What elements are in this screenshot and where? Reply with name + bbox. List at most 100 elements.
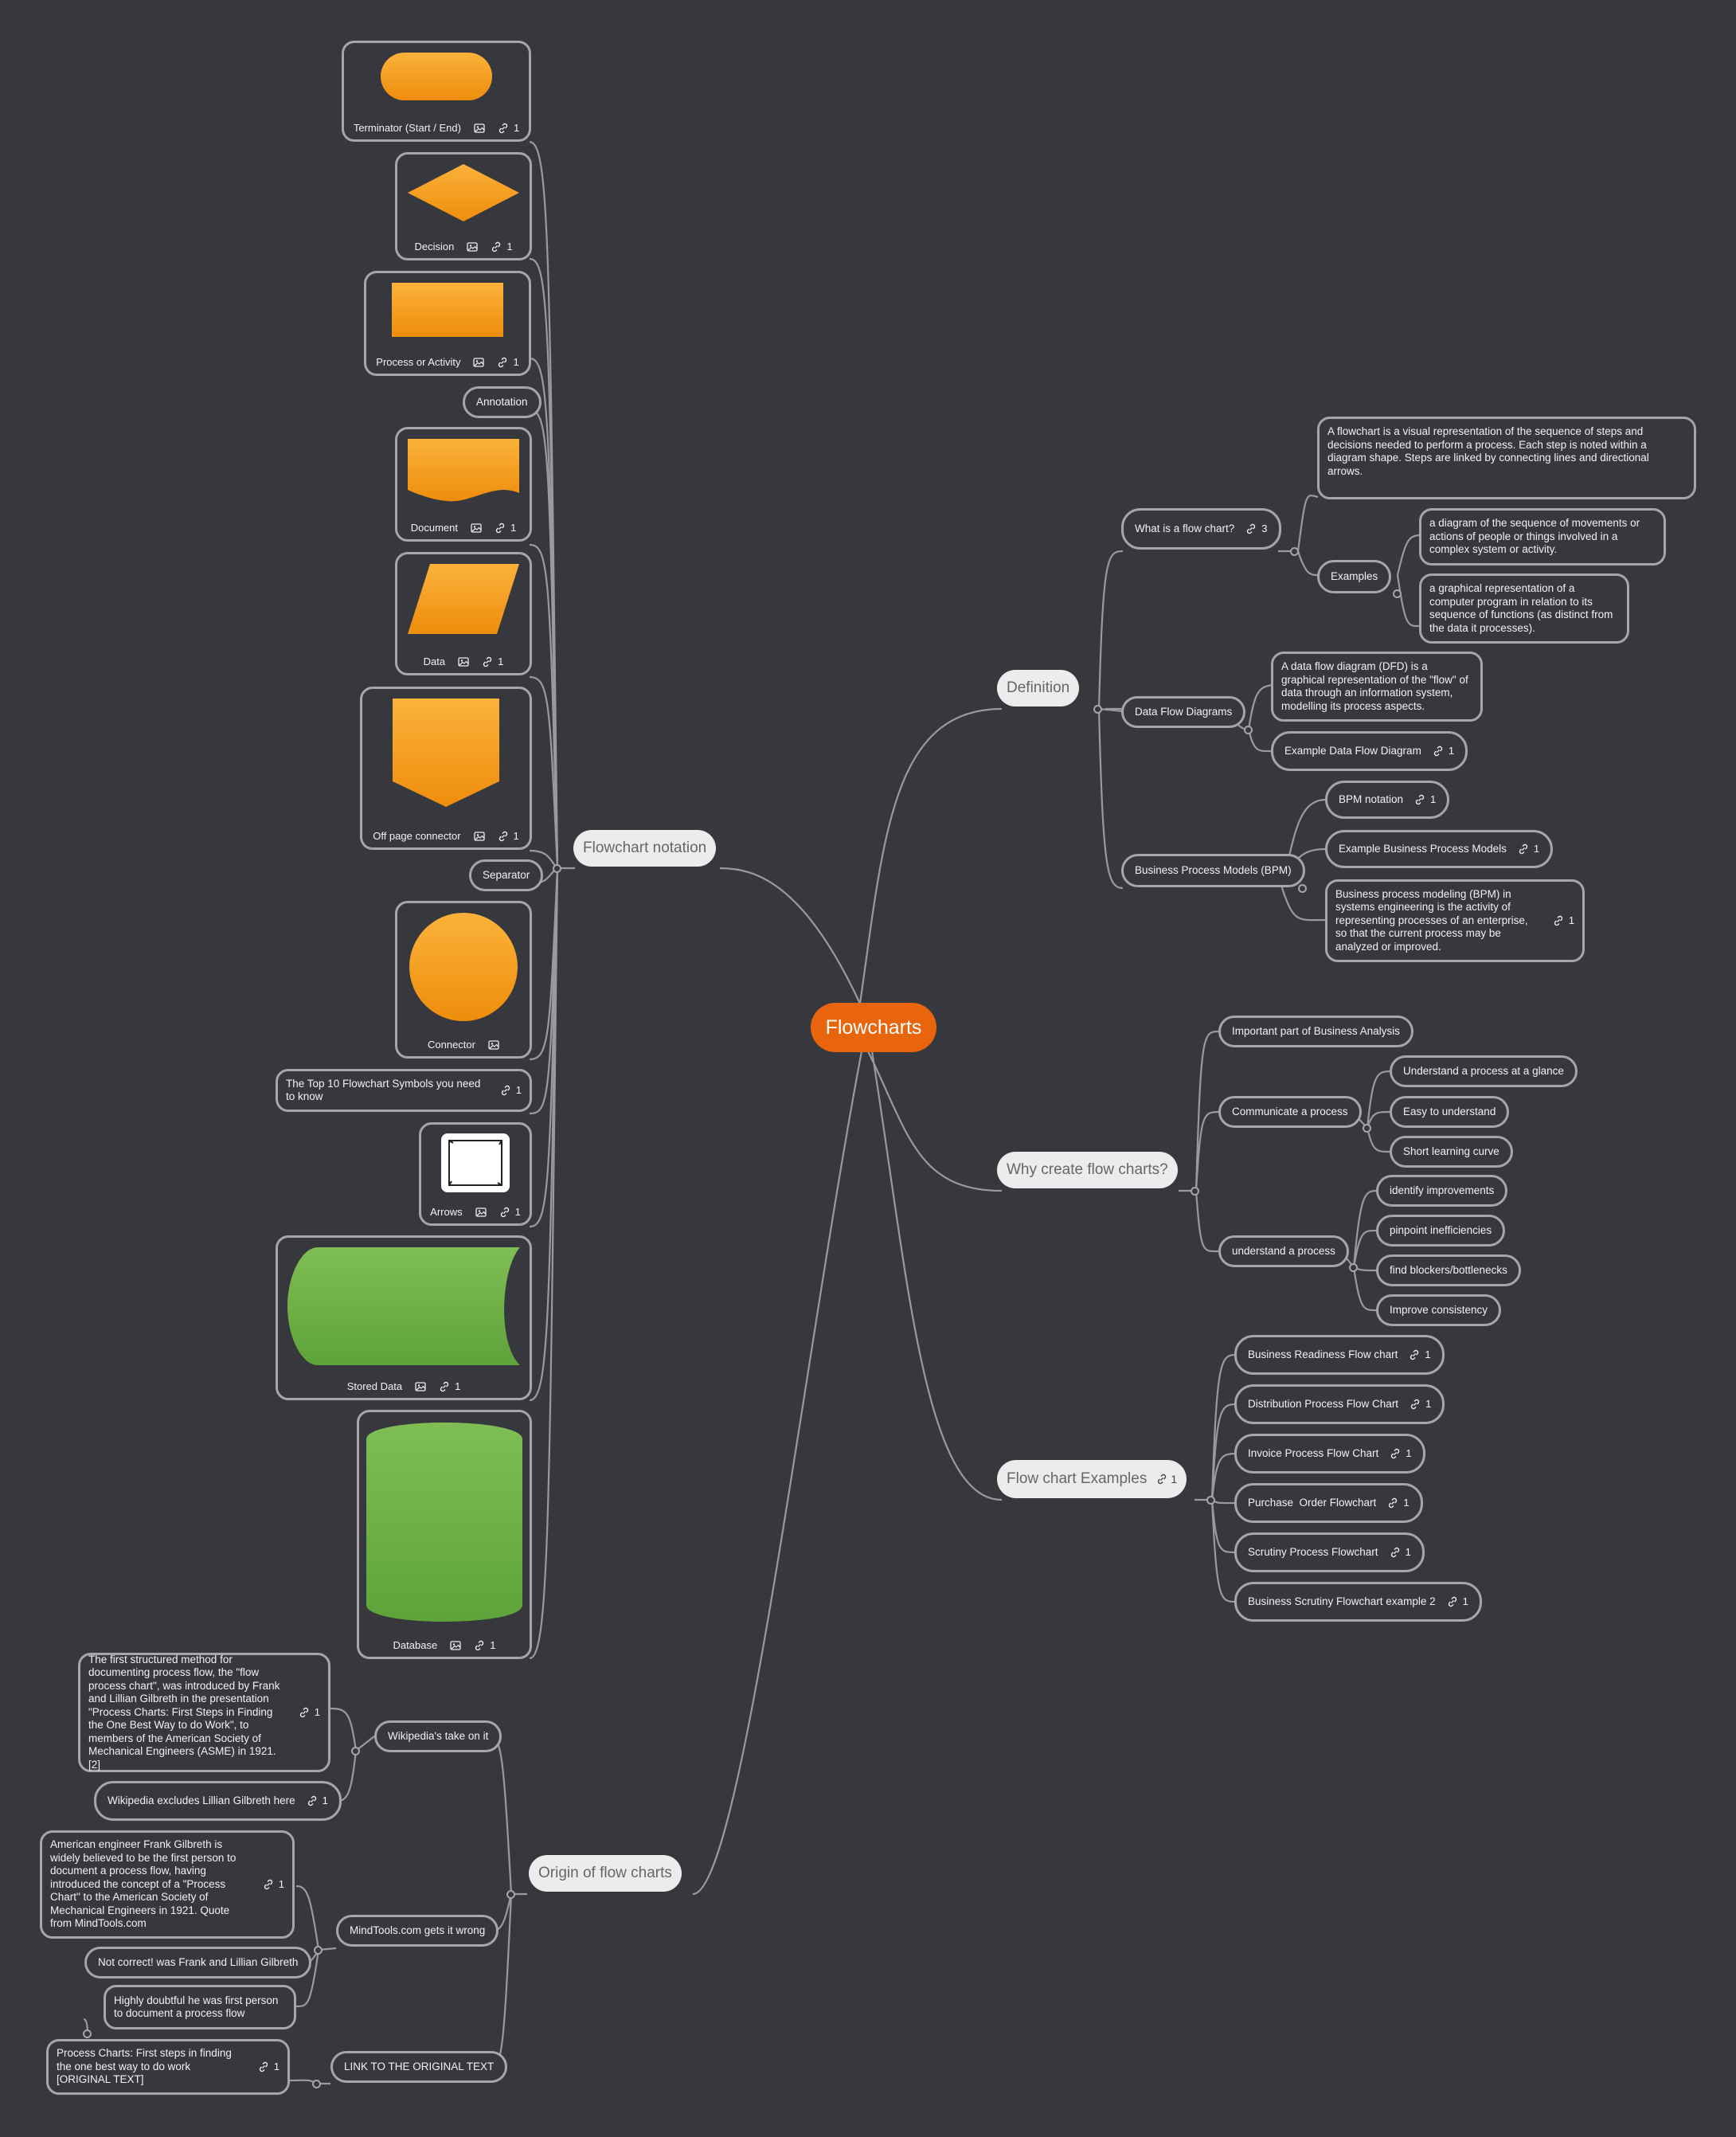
- node-example-2[interactable]: a graphical representation of a computer…: [1419, 573, 1629, 644]
- link-count[interactable]: 1: [1409, 1348, 1431, 1362]
- link-count[interactable]: 1: [498, 830, 519, 843]
- link-count[interactable]: 1: [263, 1878, 284, 1892]
- node-identify-improvements[interactable]: identify improvements: [1376, 1175, 1508, 1207]
- node-not-correct[interactable]: Not correct! was Frank and Lillian Gilbr…: [84, 1947, 312, 1978]
- link-count[interactable]: 1: [495, 522, 516, 535]
- link-count[interactable]: 1: [497, 356, 519, 370]
- junction-dot: [1290, 547, 1299, 556]
- node-improve-consistency[interactable]: Improve consistency: [1376, 1294, 1502, 1326]
- link-count[interactable]: 1: [482, 656, 503, 669]
- node-important-part-of-business-analysis[interactable]: Important part of Business Analysis: [1218, 1016, 1413, 1047]
- link-count[interactable]: 1: [498, 122, 519, 135]
- link-count[interactable]: 1: [500, 1084, 522, 1098]
- node-annotation[interactable]: Annotation: [463, 386, 542, 418]
- link-count[interactable]: 1: [1553, 914, 1574, 928]
- node-process-charts-original[interactable]: Process Charts: First steps in finding t…: [46, 2039, 290, 2095]
- node-data-flow-diagrams[interactable]: Data Flow Diagrams: [1121, 696, 1246, 728]
- node-communicate-a-process[interactable]: Communicate a process: [1218, 1096, 1362, 1128]
- link-count[interactable]: 1: [1447, 1595, 1468, 1609]
- node-example-business-scrutiny-2[interactable]: Business Scrutiny Flowchart example 2 1: [1234, 1582, 1482, 1622]
- node-link-to-original-text[interactable]: LINK TO THE ORIGINAL TEXT: [330, 2051, 508, 2083]
- link-icon: [497, 357, 508, 368]
- node-label: BPM notation: [1339, 793, 1404, 805]
- node-label: Data Flow Diagrams: [1135, 705, 1233, 718]
- image-icon[interactable]: [474, 123, 485, 133]
- node-find-blockers[interactable]: find blockers/bottlenecks: [1376, 1254, 1521, 1286]
- link-count[interactable]: 1: [439, 1380, 460, 1394]
- topic-definition[interactable]: Definition: [997, 670, 1080, 706]
- node-understand-a-process[interactable]: understand a process: [1218, 1235, 1349, 1267]
- node-example-invoice[interactable]: Invoice Process Flow Chart 1: [1234, 1434, 1425, 1474]
- node-example-data-flow-diagram[interactable]: Example Data Flow Diagram 1: [1271, 731, 1468, 771]
- topic-label: Flowchart notation: [583, 840, 707, 856]
- node-easy-to-understand[interactable]: Easy to understand: [1390, 1096, 1510, 1128]
- node-separator[interactable]: Separator: [469, 859, 544, 891]
- image-icon[interactable]: [488, 1040, 499, 1050]
- image-icon[interactable]: [450, 1641, 461, 1650]
- node-highly-doubtful[interactable]: Highly doubtful he was first person to d…: [104, 1985, 296, 2029]
- image-icon[interactable]: [473, 832, 485, 841]
- root-topic-flowcharts[interactable]: Flowcharts: [811, 1003, 936, 1052]
- node-example-1[interactable]: a diagram of the sequence of movements o…: [1419, 508, 1666, 566]
- node-example-purchase-order[interactable]: Purchase Order Flowchart 1: [1234, 1483, 1423, 1523]
- node-top-10-flowchart-symbols[interactable]: The Top 10 Flowchart Symbols you need to…: [276, 1069, 532, 1112]
- node-wikipedia-quote[interactable]: The first structured method for document…: [78, 1653, 330, 1772]
- topic-flowchart-notation[interactable]: Flowchart notation: [573, 830, 717, 867]
- link-count[interactable]: 1: [1433, 745, 1454, 758]
- topic-why-create-flow-charts[interactable]: Why create flow charts?: [997, 1152, 1178, 1188]
- node-mindtools-gets-it-wrong[interactable]: MindTools.com gets it wrong: [336, 1915, 499, 1947]
- link-count[interactable]: 1: [1410, 1398, 1431, 1411]
- node-process-or-activity[interactable]: Process or Activity 1: [364, 271, 531, 376]
- image-icon[interactable]: [473, 358, 485, 367]
- image-icon[interactable]: [458, 657, 469, 667]
- link-icon: [1414, 794, 1425, 805]
- image-icon[interactable]: [475, 1207, 487, 1217]
- image-icon[interactable]: [415, 1382, 426, 1391]
- node-terminator[interactable]: Terminator (Start / End)1: [342, 41, 531, 142]
- image-icon[interactable]: [467, 242, 478, 252]
- link-count[interactable]: 1: [499, 1206, 521, 1219]
- node-wikipedia-excludes-lillian[interactable]: Wikipedia excludes Lillian Gilbreth here…: [94, 1781, 342, 1821]
- node-bpm-notation[interactable]: BPM notation 1: [1325, 781, 1450, 819]
- node-connector[interactable]: Connector: [395, 901, 532, 1059]
- link-count[interactable]: 1: [1414, 793, 1436, 807]
- link-count[interactable]: 1: [1156, 1473, 1177, 1485]
- link-count[interactable]: 1: [1518, 843, 1539, 856]
- topic-origin-of-flow-charts[interactable]: Origin of flow charts: [529, 1855, 682, 1892]
- link-count[interactable]: 1: [474, 1639, 495, 1653]
- link-count[interactable]: 1: [1390, 1546, 1411, 1560]
- node-dfd-definition-text[interactable]: A data flow diagram (DFD) is a graphical…: [1271, 652, 1483, 722]
- node-label: Process or Activity: [376, 355, 461, 368]
- node-example-scrutiny[interactable]: Scrutiny Process Flowchart 1: [1234, 1532, 1425, 1572]
- node-example-distribution[interactable]: Distribution Process Flow Chart 1: [1234, 1384, 1445, 1424]
- link-count[interactable]: 1: [491, 241, 513, 254]
- link-count[interactable]: 1: [258, 2061, 280, 2074]
- node-wikipedias-take[interactable]: Wikipedia's take on it: [374, 1720, 502, 1752]
- link-count[interactable]: 3: [1245, 523, 1268, 536]
- link-count[interactable]: 1: [299, 1706, 320, 1720]
- link-count[interactable]: 1: [1387, 1497, 1410, 1510]
- node-example-business-process-models[interactable]: Example Business Process Models 1: [1325, 830, 1554, 868]
- node-bpm-definition-text[interactable]: Business process modeling (BPM) in syste…: [1325, 879, 1585, 962]
- node-business-process-models[interactable]: Business Process Models (BPM): [1121, 854, 1305, 887]
- node-example-business-readiness[interactable]: Business Readiness Flow chart 1: [1234, 1335, 1445, 1375]
- node-mindtools-quote[interactable]: American engineer Frank Gilbreth is wide…: [40, 1830, 295, 1939]
- node-pinpoint-inefficiencies[interactable]: pinpoint inefficiencies: [1376, 1215, 1506, 1247]
- node-understand-at-a-glance[interactable]: Understand a process at a glance: [1390, 1055, 1578, 1087]
- node-short-learning-curve[interactable]: Short learning curve: [1390, 1136, 1513, 1168]
- node-what-is-a-flow-chart[interactable]: What is a flow chart? 3: [1121, 508, 1281, 550]
- connector-shape: [409, 913, 518, 1021]
- link-count[interactable]: 1: [307, 1795, 328, 1808]
- image-icon[interactable]: [471, 523, 482, 533]
- link-count[interactable]: 1: [1390, 1447, 1412, 1461]
- topic-flow-chart-examples[interactable]: Flow chart Examples 1: [997, 1460, 1187, 1498]
- node-what-is-definition-text[interactable]: A flowchart is a visual representation o…: [1317, 417, 1696, 499]
- node-examples[interactable]: Examples: [1317, 560, 1392, 593]
